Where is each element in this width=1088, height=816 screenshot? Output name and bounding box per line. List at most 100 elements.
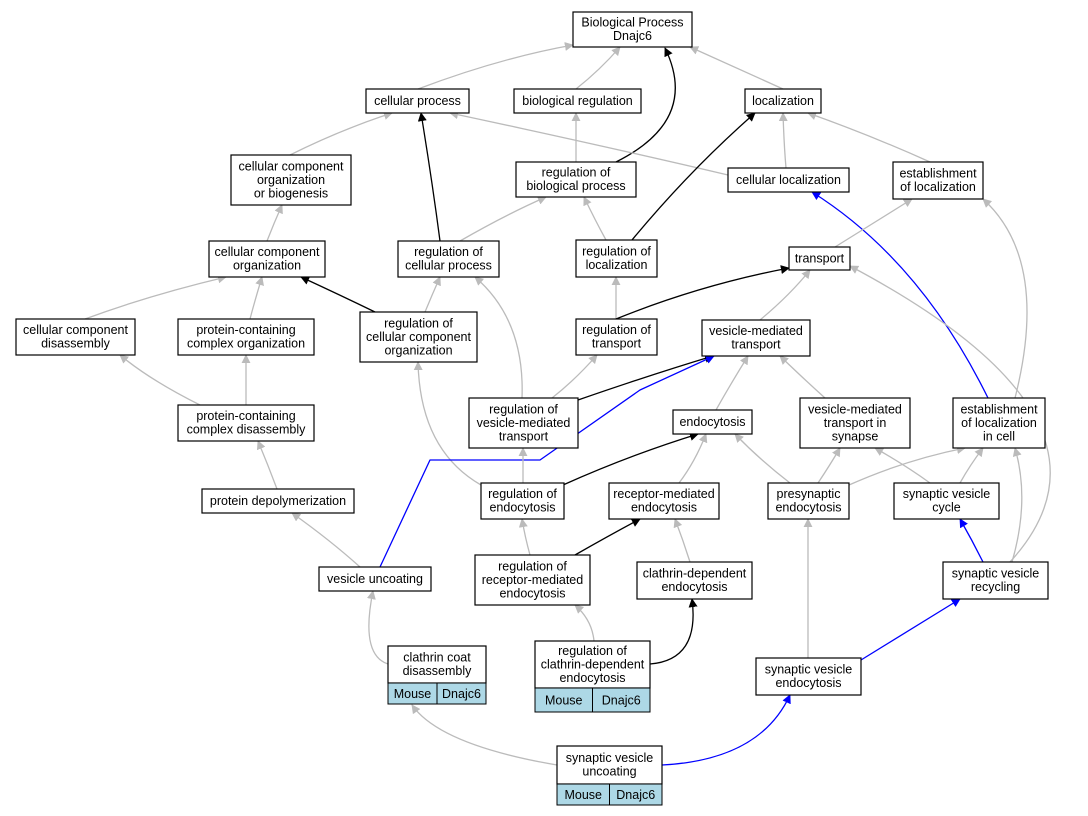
edge-reg_vesicle_mediated_transport-to-reg_transport xyxy=(551,354,598,399)
term-label: organization xyxy=(257,173,325,187)
term-box xyxy=(942,561,1049,600)
term-label: clathrin-dependent xyxy=(541,657,645,671)
term-box xyxy=(513,88,642,114)
term-label: endocytosis xyxy=(775,676,841,690)
term-node-reg_receptor_mediated_endocytosis[interactable]: regulation ofreceptor-mediatedendocytosi… xyxy=(474,554,591,606)
term-box xyxy=(480,482,565,520)
term-node-protein_depolymerization[interactable]: protein depolymerization xyxy=(201,488,355,514)
term-box xyxy=(474,554,591,606)
term-node-biological_regulation[interactable]: biological regulation xyxy=(513,88,642,114)
term-label: uncoating xyxy=(582,765,636,779)
edge-cc_organization-to-cc_org_biogenesis xyxy=(266,204,283,242)
edge-reg_localization-to-reg_biological_process xyxy=(583,196,607,241)
annotation-label: Mouse xyxy=(394,687,432,701)
edge-cellular_localization-to-cellular_process xyxy=(449,110,729,176)
term-label: transport in xyxy=(824,416,887,430)
term-node-transport[interactable]: transport xyxy=(788,246,851,271)
term-label: vesicle uncoating xyxy=(327,572,423,586)
edge-reg_transport-to-transport xyxy=(615,265,790,320)
annotation-label: Mouse xyxy=(545,694,583,708)
term-label: cellular component xyxy=(239,159,344,173)
edge-vmt_in_synapse-to-vesicle_mediated_transport xyxy=(779,355,826,399)
term-box xyxy=(15,318,136,356)
edge-presynaptic_endocytosis-to-establishment_loc_in_cell xyxy=(848,445,966,486)
term-label: transport xyxy=(499,429,549,443)
edge-reg_endocytosis-to-endocytosis xyxy=(562,432,699,486)
term-box xyxy=(608,482,720,520)
edge-cellular_localization-to-localization xyxy=(778,112,788,169)
term-node-cellular_process[interactable]: cellular process xyxy=(365,88,470,114)
term-label: establishment xyxy=(899,167,977,181)
term-label: endocytosis xyxy=(775,501,841,515)
term-node-localization[interactable]: localization xyxy=(744,88,822,114)
term-box xyxy=(788,246,851,271)
term-node-reg_clathrin_dependent_endocytosis[interactable]: regulation ofclathrin-dependentendocytos… xyxy=(534,640,651,713)
edge-vesicle_uncoating-to-vesicle_mediated_transport xyxy=(379,355,715,568)
term-box xyxy=(359,311,478,363)
term-label: vesicle-mediated xyxy=(808,402,902,416)
term-label: cellular localization xyxy=(736,173,841,187)
term-node-cellular_localization[interactable]: cellular localization xyxy=(727,167,850,193)
term-label: biological process xyxy=(526,179,625,193)
term-label: synaptic vesicle xyxy=(566,751,654,765)
term-box xyxy=(534,640,651,689)
term-label: localization xyxy=(752,94,814,108)
term-node-vesicle_uncoating[interactable]: vesicle uncoating xyxy=(318,566,432,592)
term-label: vesicle-mediated xyxy=(477,416,571,430)
edge-reg_vesicle_mediated_transport-to-reg_cellular_process xyxy=(474,276,523,399)
edge-sv_recycling-to-sv_cycle xyxy=(959,518,984,563)
term-label: regulation of xyxy=(558,644,627,658)
term-label: endocytosis xyxy=(499,586,565,600)
term-label: cellular process xyxy=(374,94,461,108)
term-node-endocytosis[interactable]: endocytosis xyxy=(672,409,753,435)
edge-clathrin_dependent_endocytosis-to-receptor_mediated_endocytosis xyxy=(673,518,691,563)
term-label: cellular process xyxy=(405,259,492,273)
edge-receptor_mediated_endocytosis-to-endocytosis xyxy=(678,433,708,484)
term-label: disassembly xyxy=(41,337,111,351)
term-label: regulation of xyxy=(489,402,558,416)
term-label: presynaptic xyxy=(777,487,841,501)
edge-reg_biological_process-to-root xyxy=(615,47,676,163)
annotation-label: Dnajc6 xyxy=(602,694,641,708)
term-label: synapse xyxy=(832,429,879,443)
edge-localization-to-root xyxy=(689,46,784,90)
term-label: synaptic vesicle xyxy=(952,567,1040,581)
term-box xyxy=(893,482,1000,520)
edge-reg_clathrin_dependent_endocytosis-to-clathrin_dependent_endocytosis xyxy=(649,598,698,665)
term-label: regulation of xyxy=(414,245,483,259)
edge-cellular_process-to-root xyxy=(417,41,574,90)
term-box xyxy=(515,161,637,198)
term-box xyxy=(636,561,753,600)
term-label: of localization xyxy=(900,180,976,194)
edge-establishment_loc_in_cell-to-establishment_localization xyxy=(982,198,1028,399)
edge-sv_endocytosis-to-sv_recycling xyxy=(860,598,961,661)
edge-protein_complex_disassembly-to-cc_disassembly xyxy=(119,354,201,406)
annotation-label: Dnajc6 xyxy=(442,687,481,701)
